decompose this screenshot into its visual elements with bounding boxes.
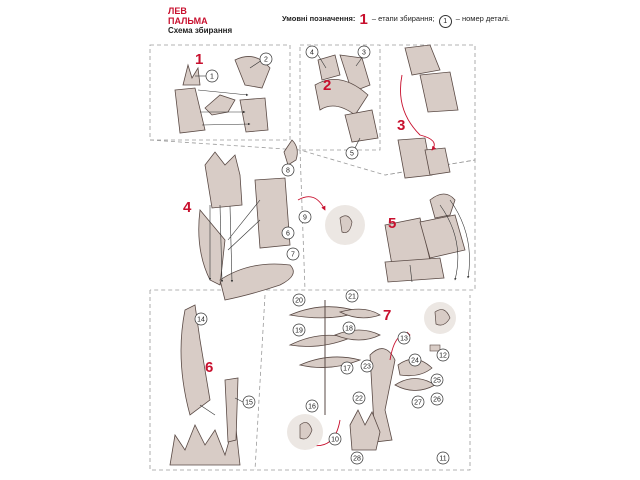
stage-1-illustration xyxy=(174,56,271,134)
part-callout-16: 16 xyxy=(305,399,319,413)
legend-part-text: – номер деталі. xyxy=(455,14,510,23)
title-lion: ЛЕВ xyxy=(168,6,187,16)
stage-label-4: 4 xyxy=(183,199,192,216)
part-number: 1 xyxy=(210,74,214,81)
part-number: 15 xyxy=(245,400,253,407)
part-number: 18 xyxy=(345,326,353,333)
part-number: 16 xyxy=(308,404,316,411)
part-callout-22: 22 xyxy=(352,391,366,405)
stage-5-guides xyxy=(409,199,470,283)
legend-part-example: 1 xyxy=(438,15,452,28)
part-callout-12: 12 xyxy=(436,348,450,362)
part-number: 12 xyxy=(439,353,447,360)
stage-3-arrow xyxy=(400,74,437,151)
part-number: 2 xyxy=(264,57,268,64)
stage-6-guides xyxy=(199,397,244,416)
part-number: 19 xyxy=(295,328,303,335)
part-number: 7 xyxy=(291,252,295,259)
legend-label: Умовні позначення: xyxy=(282,14,356,23)
assembly-scheme-subtitle: Схема збирання xyxy=(168,26,233,35)
legend-stage-example: 1 xyxy=(359,11,368,28)
part-callout-25: 25 xyxy=(430,373,444,387)
part-callout-5: 5 xyxy=(345,146,359,160)
stage-label-6: 6 xyxy=(205,359,213,376)
part-number: 23 xyxy=(363,364,371,371)
stage-3-illustration xyxy=(397,44,459,179)
stage-label-7: 7 xyxy=(383,307,391,324)
part-callout-15: 15 xyxy=(242,395,256,409)
part-callout-7: 7 xyxy=(286,247,300,261)
part-number: 27 xyxy=(414,400,422,407)
part-number: 28 xyxy=(353,456,361,463)
part-number: 14 xyxy=(197,317,205,324)
legend: Умовні позначення: 1 – етапи збирання; 1… xyxy=(282,11,510,28)
stage-5-illustration xyxy=(384,193,466,283)
stage-label-5: 5 xyxy=(388,215,396,232)
part-callout-13: 13 xyxy=(397,331,411,345)
stage-4-guides xyxy=(208,199,261,283)
stage-label-2: 2 xyxy=(323,77,331,94)
part-number: 24 xyxy=(411,358,419,365)
part-callout-23: 23 xyxy=(360,359,374,373)
part-number: 21 xyxy=(348,294,356,301)
part-number: 25 xyxy=(433,378,441,385)
part-number: 9 xyxy=(303,215,307,222)
part-callout-20: 20 xyxy=(292,293,306,307)
part-callout-1: 1 xyxy=(205,69,219,83)
header: ЛЕВ ПАЛЬМА Схема збирання Умовні позначе… xyxy=(0,0,640,40)
part-number: 3 xyxy=(362,50,366,57)
part-number: 22 xyxy=(355,396,363,403)
part-number: 26 xyxy=(433,397,441,404)
part-number: 13 xyxy=(400,336,408,343)
title-palm: ПАЛЬМА xyxy=(168,16,208,26)
part-callouts: 1234567891011121314151617181920212223242… xyxy=(194,45,450,465)
legend-stage-text: – етапи збирання; xyxy=(371,14,435,23)
part-callout-14: 14 xyxy=(194,312,208,326)
part-callout-19: 19 xyxy=(292,323,306,337)
part-callout-2: 2 xyxy=(259,52,273,66)
stage-4-illustration xyxy=(198,139,298,301)
part-callout-18: 18 xyxy=(342,321,356,335)
part-callout-27: 27 xyxy=(411,395,425,409)
part-callout-3: 3 xyxy=(357,45,371,59)
part-callout-8: 8 xyxy=(281,163,295,177)
part-number: 10 xyxy=(331,437,339,444)
part-callout-4: 4 xyxy=(305,45,319,59)
stage-label-1: 1 xyxy=(195,51,203,68)
part-callout-21: 21 xyxy=(345,289,359,303)
part-number: 4 xyxy=(310,50,314,57)
part-callout-11: 11 xyxy=(436,451,450,465)
part-number: 11 xyxy=(439,456,446,463)
part-callout-17: 17 xyxy=(340,361,354,375)
stage-6-illustration xyxy=(169,304,241,466)
stage-1-guides xyxy=(195,59,263,126)
stage-2-illustration xyxy=(314,54,379,143)
part-callout-6: 6 xyxy=(281,226,295,240)
part-callout-28: 28 xyxy=(350,451,364,465)
part-number: 8 xyxy=(286,168,290,175)
part-callout-10: 10 xyxy=(328,432,342,446)
part-number: 17 xyxy=(343,366,351,373)
part-callout-26: 26 xyxy=(430,392,444,406)
part-number: 5 xyxy=(350,151,354,158)
part-callout-9: 9 xyxy=(298,210,312,224)
stage-label-3: 3 xyxy=(397,117,405,134)
part-number: 6 xyxy=(286,231,290,238)
stage-4-arrow xyxy=(297,196,326,211)
part-callout-24: 24 xyxy=(408,353,422,367)
part-number: 20 xyxy=(295,298,303,305)
